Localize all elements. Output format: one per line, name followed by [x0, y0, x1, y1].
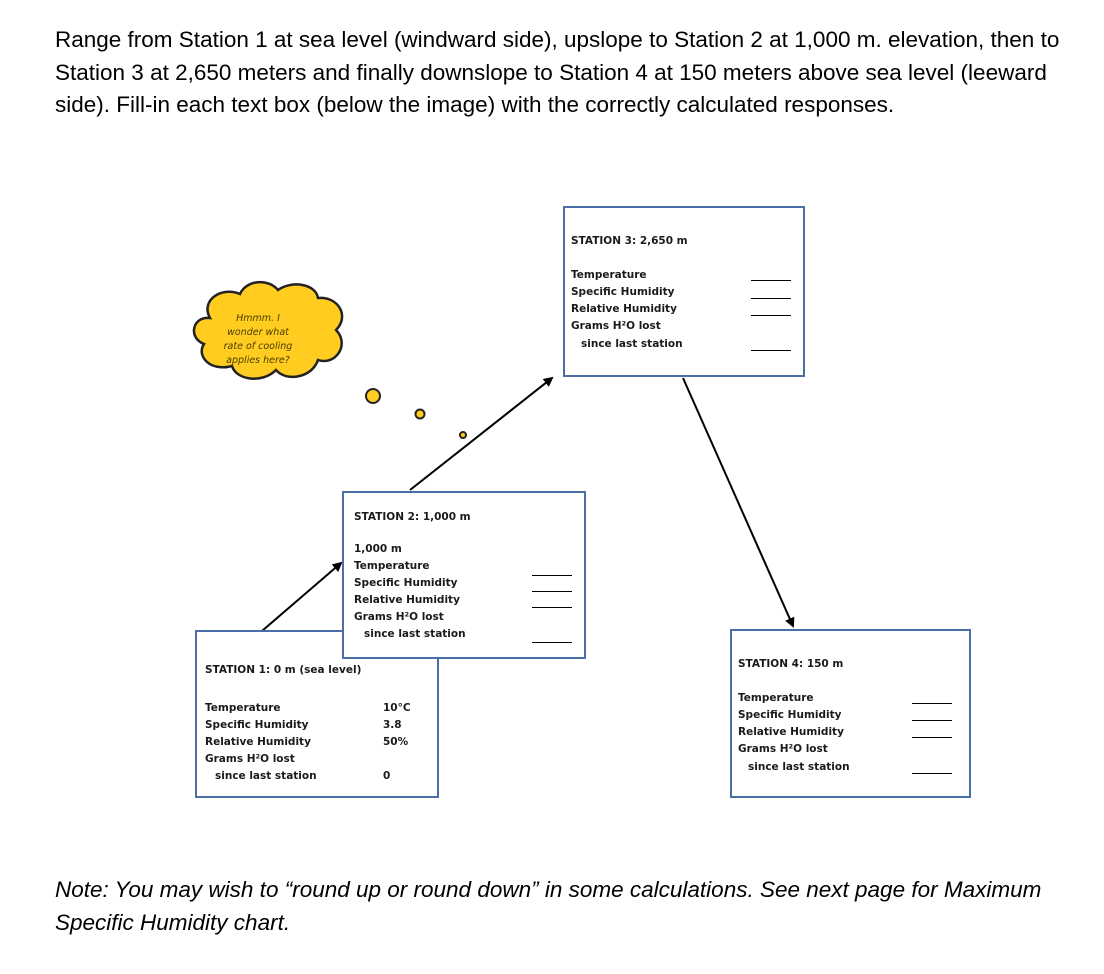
station-2-label-specific-humidity: Specific Humidity — [354, 577, 458, 589]
station-1-value-temperature: 10°C — [383, 702, 411, 714]
station-3-label-since-last: since last station — [581, 338, 683, 350]
instructions-text: Range from Station 1 at sea level (windw… — [55, 27, 1060, 117]
station-1-title: STATION 1: 0 m (sea level) — [205, 664, 362, 676]
station-1-label-temperature: Temperature — [205, 702, 281, 714]
station-3-label-grams-lost: Grams H²O lost — [571, 320, 661, 332]
station-1-label-grams-lost: Grams H²O lost — [205, 753, 295, 765]
station-2-blank-specific-humidity[interactable] — [532, 591, 572, 592]
station-4-label-grams-lost: Grams H²O lost — [738, 743, 828, 755]
station-3-blank-specific-humidity[interactable] — [751, 298, 791, 299]
note-text: Note: You may wish to “round up or round… — [55, 877, 1042, 935]
thought-text: Hmmm. I wonder what rate of cooling appl… — [223, 313, 293, 366]
station-1-label-since-last: since last station — [215, 770, 317, 782]
station-4-blank-relative-humidity[interactable] — [912, 737, 952, 738]
thought-bubble-large — [365, 388, 381, 404]
thought-bubble-medium — [414, 408, 426, 420]
thought-bubble-small — [459, 431, 467, 439]
station-4-label-relative-humidity: Relative Humidity — [738, 726, 844, 738]
arrow-station2-to-station3 — [409, 376, 554, 491]
station-3-blank-grams-lost[interactable] — [751, 350, 791, 351]
station-3-label-relative-humidity: Relative Humidity — [571, 303, 677, 315]
station-3-label-specific-humidity: Specific Humidity — [571, 286, 675, 298]
station-1-value-grams-lost: 0 — [383, 770, 391, 782]
station-4-label-temperature: Temperature — [738, 692, 814, 704]
station-4-blank-grams-lost[interactable] — [912, 773, 952, 774]
arrow-station1-to-station2 — [247, 561, 343, 644]
station-3-box: STATION 3: 2,650 m Temperature Specific … — [563, 206, 805, 377]
station-2-label-since-last: since last station — [364, 628, 466, 640]
station-4-label-specific-humidity: Specific Humidity — [738, 709, 842, 721]
station-3-label-temperature: Temperature — [571, 269, 647, 281]
station-4-label-since-last: since last station — [748, 761, 850, 773]
station-2-label-relative-humidity: Relative Humidity — [354, 594, 460, 606]
station-2-label-temperature: Temperature — [354, 560, 430, 572]
station-4-title: STATION 4: 150 m — [738, 658, 844, 670]
station-2-label-grams-lost: Grams H²O lost — [354, 611, 444, 623]
station-3-blank-relative-humidity[interactable] — [751, 315, 791, 316]
station-4-box: STATION 4: 150 m Temperature Specific Hu… — [730, 629, 971, 798]
thought-cloud-icon — [192, 281, 344, 380]
station-2-blank-relative-humidity[interactable] — [532, 607, 572, 608]
station-3-title: STATION 3: 2,650 m — [571, 235, 688, 247]
station-2-box: STATION 2: 1,000 m 1,000 m Temperature S… — [342, 491, 586, 659]
station-1-value-relative-humidity: 50% — [383, 736, 409, 748]
station-4-blank-temperature[interactable] — [912, 703, 952, 704]
station-2-label-elevation: 1,000 m — [354, 543, 402, 555]
station-4-blank-specific-humidity[interactable] — [912, 720, 952, 721]
arrow-station3-to-station4 — [682, 377, 795, 628]
station-2-blank-grams-lost[interactable] — [532, 642, 572, 643]
station-1-label-relative-humidity: Relative Humidity — [205, 736, 311, 748]
station-2-blank-temperature[interactable] — [532, 575, 572, 576]
station-3-blank-temperature[interactable] — [751, 280, 791, 281]
station-2-title: STATION 2: 1,000 m — [354, 511, 471, 523]
station-1-value-specific-humidity: 3.8 — [383, 719, 402, 731]
station-1-label-specific-humidity: Specific Humidity — [205, 719, 309, 731]
